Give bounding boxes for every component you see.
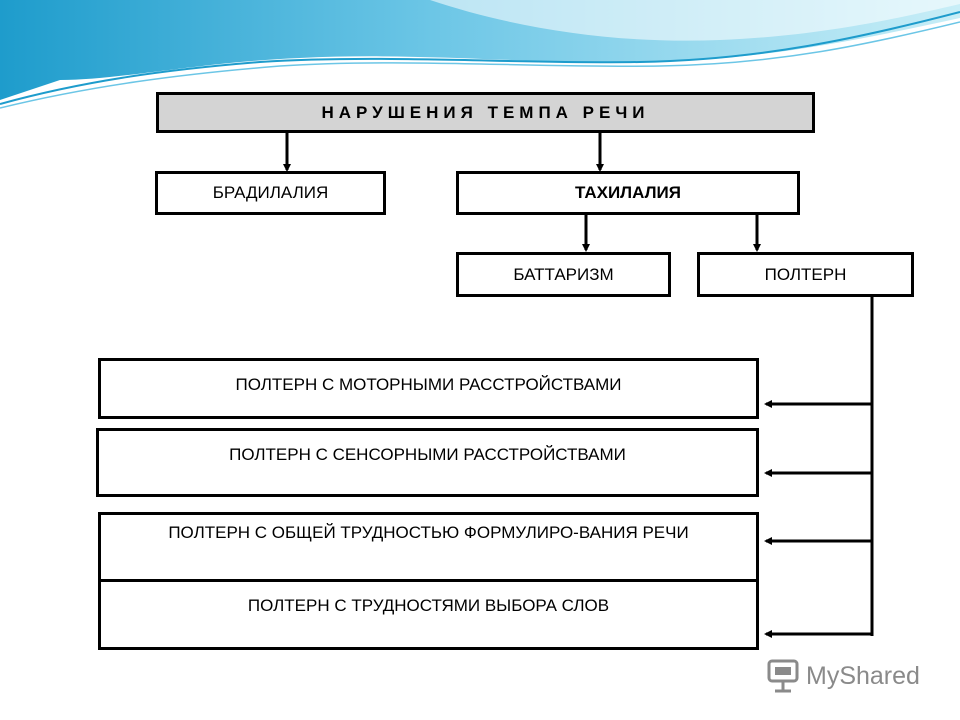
poltern-word-choice-box: ПОЛТЕРН С ТРУДНОСТЯМИ ВЫБОРА СЛОВ xyxy=(98,579,759,650)
tahilalia-box: ТАХИЛАЛИЯ xyxy=(456,171,800,215)
header-wave-decoration xyxy=(0,0,960,109)
diagram-title: НАРУШЕНИЯ ТЕМПА РЕЧИ xyxy=(321,102,650,122)
poltern-box: ПОЛТЕРН xyxy=(697,252,914,297)
diagram-title-box: НАРУШЕНИЯ ТЕМПА РЕЧИ xyxy=(156,92,815,133)
poltern-sensor-box: ПОЛТЕРН С СЕНСОРНЫМИ РАССТРОЙСТВАМИ xyxy=(96,428,759,497)
poltern-motor-label: ПОЛТЕРН С МОТОРНЫМИ РАССТРОЙСТВАМИ xyxy=(235,375,622,394)
bradilalia-label: БРАДИЛАЛИЯ xyxy=(212,183,329,203)
poltern-formulation-label: ПОЛТЕРН С ОБЩЕЙ ТРУДНОСТЬЮ ФОРМУЛИРО-ВАН… xyxy=(168,523,689,542)
watermark-text: MyShared xyxy=(806,661,920,690)
poltern-formulation-box: ПОЛТЕРН С ОБЩЕЙ ТРУДНОСТЬЮ ФОРМУЛИРО-ВАН… xyxy=(98,512,759,582)
tahilalia-label: ТАХИЛАЛИЯ xyxy=(575,183,681,203)
poltern-word-choice-label: ПОЛТЕРН С ТРУДНОСТЯМИ ВЫБОРА СЛОВ xyxy=(247,596,610,615)
battarizm-label: БАТТАРИЗМ xyxy=(513,264,614,284)
poltern-motor-box: ПОЛТЕРН С МОТОРНЫМИ РАССТРОЙСТВАМИ xyxy=(98,358,759,419)
presentation-board-icon xyxy=(767,659,799,693)
bradilalia-box: БРАДИЛАЛИЯ xyxy=(155,171,386,215)
myshared-watermark: MyShared xyxy=(766,656,920,696)
poltern-sensor-label: ПОЛТЕРН С СЕНСОРНЫМИ РАССТРОЙСТВАМИ xyxy=(229,445,626,464)
poltern-label: ПОЛТЕРН xyxy=(764,264,847,284)
battarizm-box: БАТТАРИЗМ xyxy=(456,252,671,297)
